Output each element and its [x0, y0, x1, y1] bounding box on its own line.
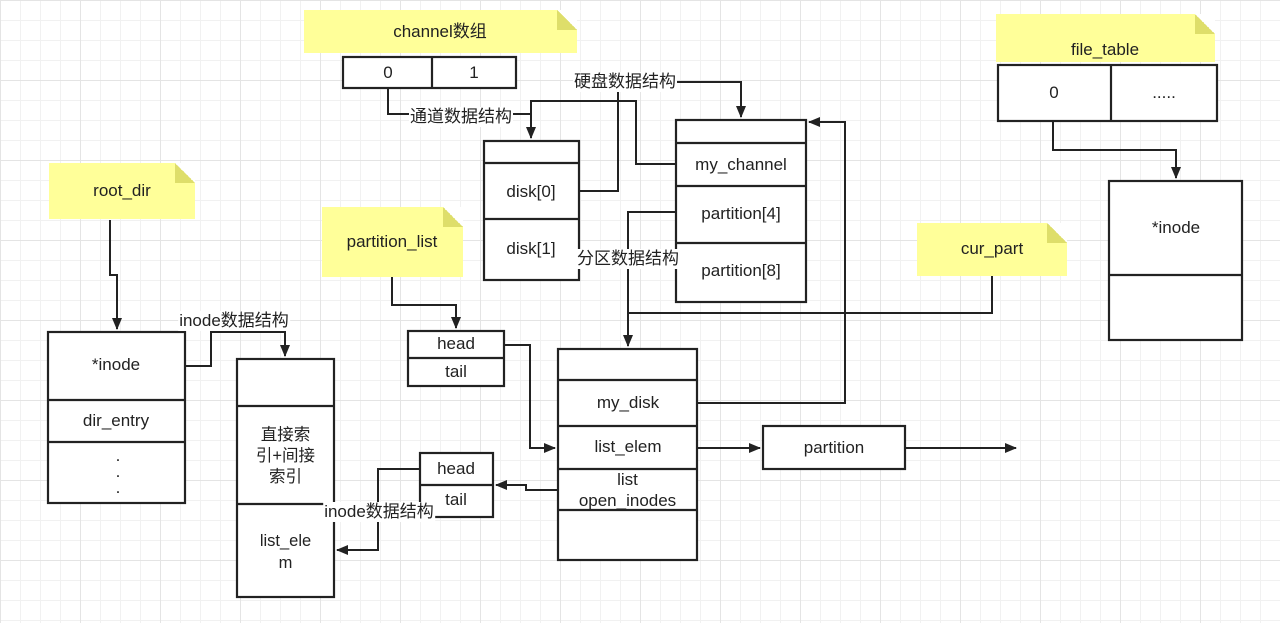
- edge-label-disk-struct: 硬盘数据结构: [573, 72, 677, 92]
- note-cur-part: cur_part: [917, 223, 1067, 276]
- channel-cell-0: 0: [383, 63, 393, 82]
- index-label: 直接索 引+间接 索引: [237, 425, 334, 488]
- note-fold: [1195, 14, 1215, 34]
- edge-partitionlist-to-head: [391, 277, 461, 329]
- channel-cell-1: 1: [469, 63, 479, 82]
- plist-tail-label: tail: [445, 362, 467, 381]
- list-open-inodes-label: list open_inodes: [558, 469, 697, 511]
- inode-right-box: [1107, 179, 1244, 342]
- partition-struct-box: [556, 347, 699, 562]
- open-inodes-line-2: open_inodes: [578, 491, 677, 510]
- note-fold: [443, 207, 463, 227]
- list-elem-line-1: list_ele: [259, 532, 312, 550]
- disk-0-label: disk[0]: [506, 182, 556, 201]
- note-file-table-label: file_table: [1070, 40, 1140, 59]
- dot: .: [115, 478, 121, 497]
- open-inodes-line-1: list: [617, 470, 638, 489]
- partition4-label: partition[4]: [701, 204, 781, 223]
- edge-label-partition-struct: 分区数据结构: [576, 249, 680, 269]
- note-partition-list-label: partition_list: [346, 232, 438, 251]
- file-table-box: [996, 63, 1219, 123]
- edge-label-inode-struct-top: inode数据结构: [178, 311, 290, 331]
- edge-label-inode-struct-bottom: inode数据结构: [323, 502, 435, 522]
- partition-node-label: partition: [803, 438, 865, 457]
- edge-label-channel-struct: 通道数据结构: [409, 107, 513, 127]
- channel-array-box: [341, 55, 518, 90]
- edge-openinodes-to-tail: [495, 480, 558, 491]
- inode-struct-box: [235, 357, 336, 599]
- open-head-label: head: [437, 459, 475, 478]
- note-file-table: file_table: [996, 14, 1215, 62]
- file-table-cell-1: .....: [1152, 83, 1176, 102]
- inode-right-label: *inode: [1151, 218, 1201, 237]
- index-line-2: 引+间接: [255, 447, 316, 465]
- my-channel-label: my_channel: [695, 155, 787, 174]
- note-fold: [557, 10, 577, 30]
- index-line-3: 索引: [269, 468, 302, 486]
- list-elem-label: list_elem: [594, 437, 662, 456]
- inode-list-elem-label: list_ele m: [237, 530, 334, 574]
- edge-rootinode-to-struct: [185, 331, 290, 367]
- note-cur-part-label: cur_part: [960, 239, 1024, 258]
- note-fold: [1047, 223, 1067, 243]
- disk-box: [482, 139, 581, 282]
- edge-mychannel-to-disk: [530, 100, 676, 165]
- note-partition-list: partition_list: [322, 207, 463, 277]
- edge-partition4-to-partition: [623, 211, 676, 347]
- edge-head-to-listelem: [504, 344, 556, 453]
- edge-mydisk-to-disk: [697, 117, 846, 404]
- my-disk-label: my_disk: [596, 393, 660, 412]
- root-inode-label: *inode: [91, 355, 141, 374]
- dot: .: [115, 462, 121, 481]
- edge-curpart-to-partition: [628, 276, 993, 314]
- plist-head-label: head: [437, 334, 475, 353]
- list-elem-line-2: m: [278, 554, 293, 572]
- dir-entry-label: dir_entry: [82, 411, 150, 430]
- note-fold: [175, 163, 195, 183]
- edge-filetable-to-inode: [1052, 121, 1181, 179]
- open-tail-label: tail: [445, 490, 467, 509]
- dot: .: [115, 446, 121, 465]
- index-line-1: 直接索: [260, 426, 311, 444]
- file-table-cell-0: 0: [1049, 83, 1059, 102]
- note-channel-array: channel数组: [304, 10, 577, 53]
- disk-1-label: disk[1]: [506, 239, 556, 258]
- note-channel-array-label: channel数组: [393, 22, 487, 41]
- note-root-dir-label: root_dir: [93, 181, 151, 200]
- root-dir-box: [46, 330, 187, 505]
- root-dots: . . .: [108, 446, 128, 497]
- edge-rootdir-to-box: [109, 220, 122, 330]
- note-root-dir: root_dir: [49, 163, 195, 219]
- partition8-label: partition[8]: [701, 261, 781, 280]
